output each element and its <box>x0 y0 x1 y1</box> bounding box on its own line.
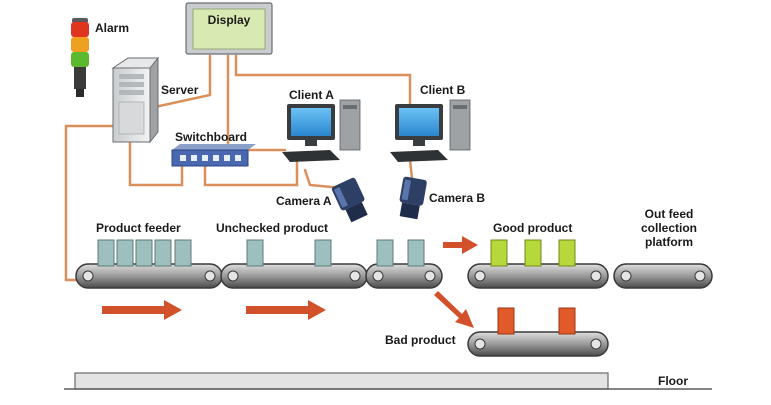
camera-b-icon <box>399 176 427 220</box>
client-b-computer-icon <box>390 99 471 162</box>
unchecked-product-label: Unchecked product <box>216 221 329 235</box>
good-products <box>490 239 576 267</box>
cable-server-display <box>148 54 212 110</box>
out-feed-label: Out feed collection platform <box>640 207 697 249</box>
cable-server-feeder <box>64 124 115 282</box>
conveyor-product-feeder <box>75 263 223 289</box>
client-a-label: Client A <box>289 88 334 102</box>
arrow-to-good <box>443 236 478 254</box>
cable-server-switch <box>128 140 184 187</box>
server-icon <box>111 56 160 144</box>
inspection-products <box>376 239 425 267</box>
display-label: Display <box>207 13 251 27</box>
arrow-feeder-right <box>102 300 182 320</box>
cable-display-client-b <box>234 54 412 110</box>
camera-a-label: Camera A <box>276 194 332 208</box>
alarm-light-icon <box>71 18 89 97</box>
cable-camera-b <box>408 158 414 180</box>
bad-product-label: Bad product <box>385 333 456 347</box>
camera-b-label: Camera B <box>429 191 486 205</box>
product-feeder-label: Product feeder <box>96 221 181 235</box>
arrow-to-bad <box>434 291 474 328</box>
client-a-computer-icon <box>282 99 361 162</box>
conveyor-inspection <box>365 263 443 289</box>
conveyor-bad-product <box>467 331 609 357</box>
floor-platform <box>64 372 712 390</box>
floor-label: Floor <box>658 374 688 388</box>
flow-arrows <box>102 236 478 328</box>
bad-products <box>497 307 576 335</box>
camera-a-icon <box>331 177 368 223</box>
conveyor-unchecked <box>220 263 368 289</box>
switchboard-label: Switchboard <box>175 130 248 144</box>
arrow-unchecked-right <box>246 300 326 320</box>
conveyor-good-product <box>467 263 609 289</box>
switchboard-icon <box>171 144 256 167</box>
display-monitor-icon <box>185 2 273 55</box>
unchecked-products <box>246 239 332 267</box>
alarm-label: Alarm <box>95 21 130 35</box>
good-product-label: Good product <box>493 221 573 235</box>
feeder-products <box>97 239 192 267</box>
server-label: Server <box>161 83 199 97</box>
conveyor-out-feed <box>613 263 713 289</box>
cable-switch-camera-a <box>203 158 299 187</box>
cable-camera-a <box>303 168 344 190</box>
client-b-label: Client B <box>420 83 466 97</box>
network-cables <box>64 54 414 282</box>
